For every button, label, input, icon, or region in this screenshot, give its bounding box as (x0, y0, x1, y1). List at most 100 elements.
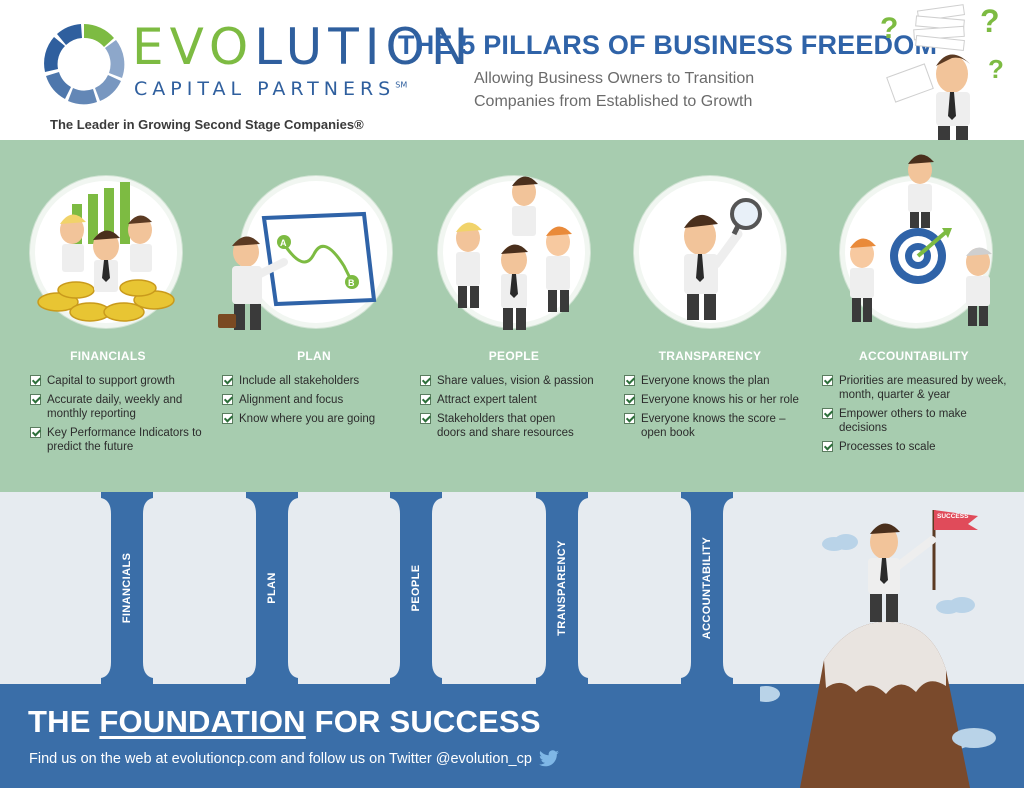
people-checklist: Share values, vision & passion Attract e… (420, 374, 610, 445)
list-item-text: Share values, vision & passion (437, 375, 594, 387)
team-icon (456, 176, 572, 330)
financials-checklist: Capital to support growth Accurate daily… (30, 374, 206, 459)
twitter-bird-icon[interactable] (538, 750, 560, 768)
checkbox-checked-icon (222, 413, 233, 424)
list-item: Include all stakeholders (222, 374, 406, 388)
list-item: Alignment and focus (222, 393, 406, 407)
list-item: Know where you are going (222, 412, 406, 426)
list-item: Key Performance Indicators to predict th… (30, 426, 206, 454)
checkbox-checked-icon (624, 375, 635, 386)
target-icon (850, 154, 992, 326)
cloud-icon (822, 534, 858, 551)
pillar-title-financials: FINANCIALS (70, 349, 146, 363)
checkbox-checked-icon (420, 394, 431, 405)
map-label-a: A (280, 238, 287, 248)
column-shape (681, 492, 733, 684)
column-transparency: TRANSPARENCY (530, 492, 594, 684)
list-item-text: Stakeholders that open doors and share r… (437, 413, 574, 439)
success-businessman-illustration (868, 510, 978, 622)
list-item-text: Everyone knows his or her role (641, 394, 799, 406)
list-item-text: Key Performance Indicators to predict th… (47, 427, 202, 453)
checkbox-checked-icon (822, 408, 833, 419)
header: EVOLUTION CAPITAL PARTNERSSM The Leader … (0, 0, 1024, 148)
foundation-heading-prefix: THE (28, 704, 100, 739)
list-item-text: Know where you are going (239, 413, 376, 425)
list-item: Everyone knows the score – open book (624, 412, 806, 440)
page-title: THE 5 PILLARS OF BUSINESS FREEDOMSM (398, 28, 954, 61)
logo-subtitle-text: CAPITAL PARTNERS (134, 78, 396, 100)
checkbox-checked-icon (222, 375, 233, 386)
map-route-icon: A B (218, 211, 377, 330)
list-item-text: Attract expert talent (437, 394, 537, 406)
list-item: Everyone knows the plan (624, 374, 806, 388)
list-item-text: Alignment and focus (239, 394, 344, 406)
logo-spiral-icon (44, 24, 125, 105)
list-item: Stakeholders that open doors and share r… (420, 412, 610, 440)
logo-wordmark-green: EVO (132, 18, 255, 76)
list-item-text: Include all stakeholders (239, 375, 360, 387)
logo-sm-mark: SM (395, 80, 408, 90)
column-shape (246, 492, 298, 684)
pillar-title-plan: PLAN (297, 349, 331, 363)
list-item: Capital to support growth (30, 374, 206, 388)
checkbox-checked-icon (822, 375, 833, 386)
pillar-title-transparency: TRANSPARENCY (658, 349, 762, 363)
column-shape (101, 492, 153, 684)
list-item-text: Everyone knows the score – open book (641, 413, 786, 439)
success-flag-label: SUCCESS (937, 513, 969, 520)
logo-subtitle: CAPITAL PARTNERSSM (134, 80, 407, 99)
foundation-heading: THE FOUNDATION FOR SUCCESS (28, 704, 541, 740)
checkbox-checked-icon (222, 394, 233, 405)
list-item: Processes to scale (822, 440, 1014, 454)
column-label-plan: PLAN (266, 572, 278, 604)
foundation-heading-suffix: FOR SUCCESS (305, 704, 541, 739)
list-item: Share values, vision & passion (420, 374, 610, 388)
plan-checklist: Include all stakeholders Alignment and f… (222, 374, 406, 431)
accountability-checklist: Priorities are measured by week, month, … (822, 374, 1014, 459)
list-item: Everyone knows his or her role (624, 393, 806, 407)
list-item: Priorities are measured by week, month, … (822, 374, 1014, 402)
checkbox-checked-icon (30, 394, 41, 405)
cloud-icon (936, 597, 975, 614)
checkbox-checked-icon (420, 413, 431, 424)
checkbox-checked-icon (624, 394, 635, 405)
pillars-section: FINANCIALS Capital to support growth Acc… (0, 140, 1024, 492)
footer-contact-text: Find us on the web at evolutioncp.com an… (29, 751, 532, 767)
checkbox-checked-icon (822, 441, 833, 452)
list-item-text: Processes to scale (839, 441, 936, 453)
checkbox-checked-icon (30, 375, 41, 386)
mountain-illustration (760, 621, 996, 788)
list-item-text: Capital to support growth (47, 375, 175, 387)
list-item-text: Accurate daily, weekly and monthly repor… (47, 394, 183, 420)
column-label-people: PEOPLE (410, 564, 422, 612)
list-item: Accurate daily, weekly and monthly repor… (30, 393, 206, 421)
subtitle-line-2: Companies from Established to Growth (474, 93, 753, 110)
column-label-accountability: ACCOUNTABILITY (701, 536, 713, 640)
logo-wordmark: EVOLUTION (132, 22, 474, 72)
column-shape (390, 492, 442, 684)
question-mark-2: ? (980, 3, 1000, 39)
column-shape (536, 492, 588, 684)
tagline: The Leader in Growing Second Stage Compa… (50, 117, 364, 132)
checkbox-checked-icon (30, 427, 41, 438)
column-people: PEOPLE (384, 492, 448, 684)
question-mark-1: ? (880, 12, 898, 45)
logo-wordmark-blue: LUTION (254, 18, 475, 76)
column-label-financials: FINANCIALS (121, 552, 133, 624)
list-item-text: Priorities are measured by week, month, … (839, 375, 1007, 401)
magnifier-icon (684, 198, 762, 320)
checkbox-checked-icon (420, 375, 431, 386)
transparency-checklist: Everyone knows the plan Everyone knows h… (624, 374, 806, 445)
checkbox-checked-icon (624, 413, 635, 424)
list-item: Attract expert talent (420, 393, 610, 407)
column-plan: PLAN (240, 492, 304, 684)
subtitle-line-1: Allowing Business Owners to Transition (474, 70, 755, 87)
column-accountability: ACCOUNTABILITY (675, 492, 739, 684)
confused-businessman-illustration: ? ? ? (880, 3, 1004, 148)
pillar-title-people: PEOPLE (488, 349, 540, 363)
page-title-text: THE 5 PILLARS OF BUSINESS FREEDOM (398, 30, 938, 60)
question-mark-3: ? (988, 54, 1004, 84)
map-label-b: B (348, 278, 355, 288)
column-financials: FINANCIALS (95, 492, 159, 684)
coins-growth-icon (37, 182, 175, 322)
